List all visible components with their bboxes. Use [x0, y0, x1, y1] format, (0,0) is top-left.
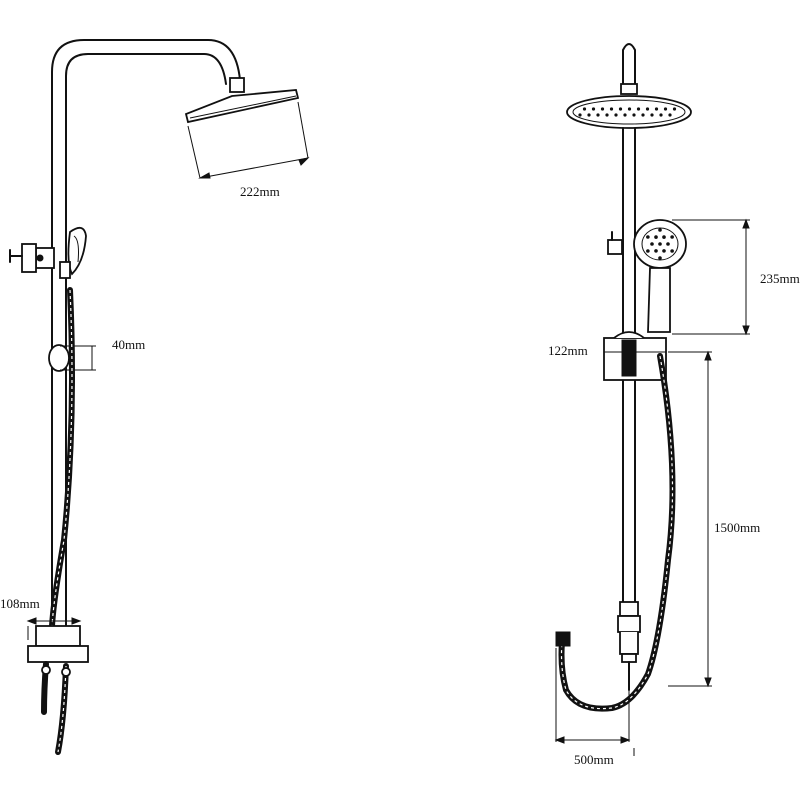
label-hose-length: 1500mm [714, 520, 760, 535]
front-riser-top [622, 43, 636, 87]
side-view: 222mm 40mm [0, 39, 310, 755]
head-nozzle [596, 113, 600, 117]
head-nozzle [578, 113, 582, 117]
head-nozzle [659, 113, 663, 117]
label-bottom-width: 500mm [574, 752, 614, 767]
front-hose-connector [555, 631, 571, 647]
head-nozzle [636, 107, 641, 111]
front-mixer-valve [617, 601, 641, 691]
head-nozzle [672, 107, 677, 111]
front-sliding-bracket: 122mm [548, 331, 667, 381]
hand-nozzle [662, 235, 666, 239]
head-nozzle [618, 107, 623, 111]
head-nozzle [645, 107, 650, 111]
head-nozzle [609, 107, 614, 111]
hand-nozzle [646, 235, 650, 239]
label-left-width: 108mm [0, 596, 40, 611]
side-riser-pipe [51, 39, 241, 641]
dimension-bottom-width: 500mm [554, 648, 635, 767]
head-nozzle [668, 113, 672, 117]
head-nozzle [587, 113, 591, 117]
side-sliding-bracket: 40mm [48, 337, 145, 372]
head-nozzle [600, 107, 605, 111]
front-flexible-hose [558, 353, 676, 712]
side-swivel-joint [229, 77, 245, 93]
front-diverter-knob [607, 231, 623, 255]
label-bar-spacing: 40mm [112, 337, 145, 352]
hand-nozzle [654, 249, 658, 253]
dimension-handheld-height: 235mm [672, 218, 800, 336]
hand-nozzle [670, 235, 674, 239]
side-diverter-valve [9, 243, 55, 273]
hand-nozzle [650, 242, 654, 246]
side-riser-pipe-inner [65, 53, 227, 641]
hand-nozzle [658, 256, 662, 260]
head-nozzle [632, 113, 636, 117]
hand-nozzle [658, 228, 662, 232]
label-bracket-width: 122mm [548, 343, 588, 358]
head-nozzle [591, 107, 596, 111]
front-view: 235mm 122mm 1500mm [548, 43, 800, 767]
hand-nozzle [666, 242, 670, 246]
side-inlet-right [55, 663, 69, 755]
head-nozzle [627, 107, 632, 111]
head-nozzle [623, 113, 627, 117]
label-handheld-height: 235mm [760, 271, 800, 286]
front-rain-shower-head [566, 95, 692, 129]
hand-nozzle [658, 242, 662, 246]
dimension-head-width: 222mm [198, 157, 310, 199]
side-rain-shower-head [184, 89, 309, 179]
hand-nozzle [654, 235, 658, 239]
head-nozzle [641, 113, 645, 117]
head-nozzle [614, 113, 618, 117]
side-hand-shower [59, 226, 87, 279]
head-nozzle [663, 107, 668, 111]
head-nozzle [605, 113, 609, 117]
side-mixer-valve: 108mm [0, 596, 89, 663]
hand-nozzle [662, 249, 666, 253]
label-head-width: 222mm [240, 184, 280, 199]
front-hand-shower [633, 219, 687, 333]
dimension-hose-length: 1500mm [668, 350, 760, 688]
head-nozzle [582, 107, 587, 111]
head-nozzle [650, 113, 654, 117]
hand-nozzle [646, 249, 650, 253]
head-nozzle [654, 107, 659, 111]
hand-nozzle [670, 249, 674, 253]
side-hand-shower-hose [48, 287, 75, 643]
